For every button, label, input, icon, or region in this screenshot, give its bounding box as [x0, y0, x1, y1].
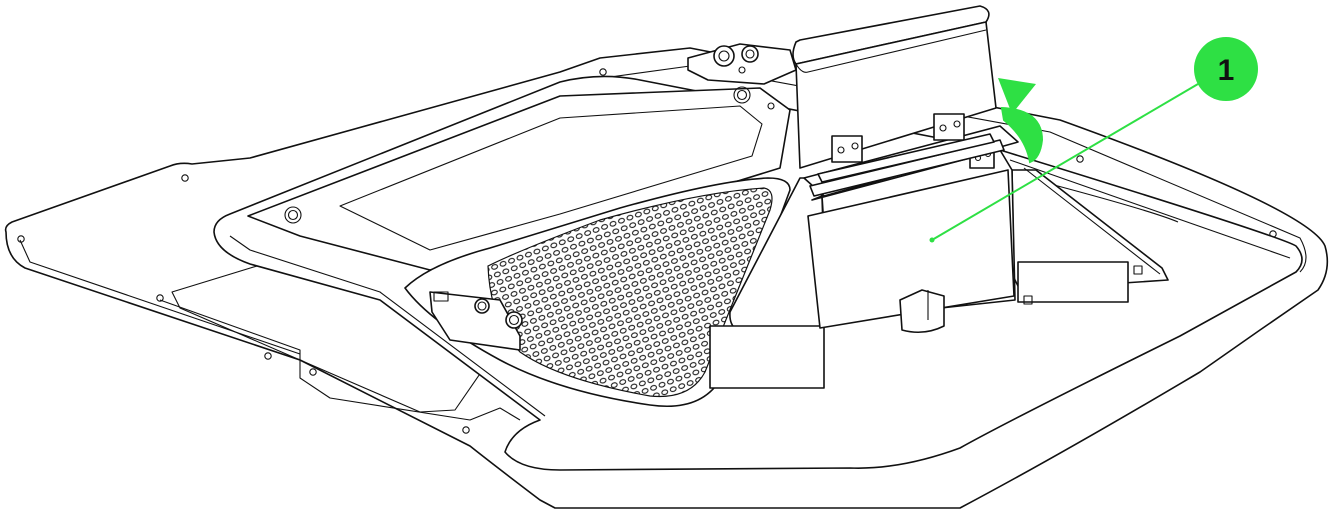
callout-leader-line — [929, 83, 1199, 243]
latch-cover — [807, 169, 1015, 334]
callout-badge-1: 1 — [1194, 37, 1258, 101]
battery-compartment — [247, 86, 791, 271]
speaker-grille — [404, 177, 791, 408]
hinge-plate — [792, 5, 1005, 197]
connector-ports — [429, 291, 523, 351]
camera-module — [687, 43, 797, 85]
curved-arrow-icon — [998, 78, 1044, 164]
callout-number: 1 — [1218, 54, 1235, 87]
